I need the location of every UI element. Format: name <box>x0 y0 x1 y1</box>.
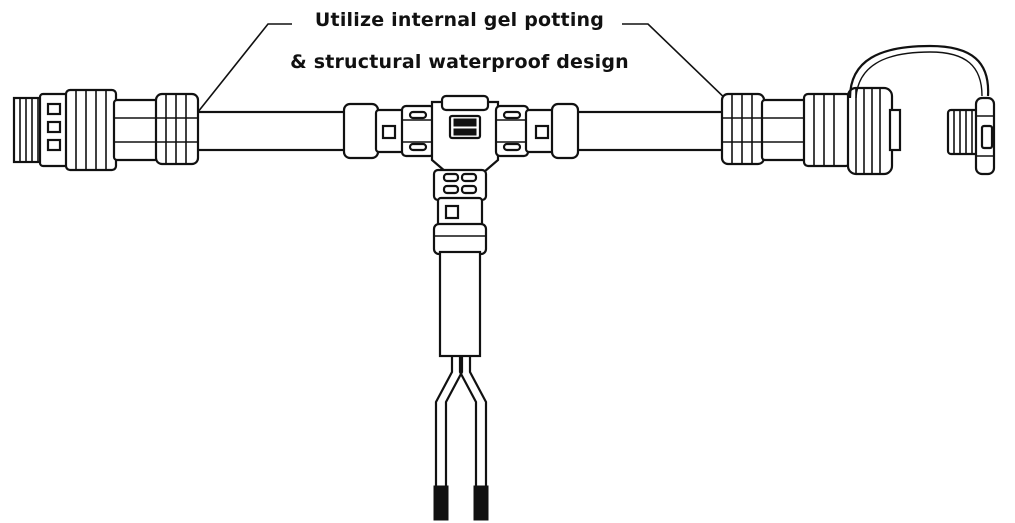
left-male-connector <box>12 88 200 172</box>
annotation-line-2: & structural waterproof design <box>290 51 629 73</box>
dust-cap <box>848 44 996 176</box>
drop-cable <box>433 250 489 521</box>
t-connector-body <box>342 94 580 256</box>
main-cable <box>194 110 726 152</box>
leader-line-left <box>181 23 292 133</box>
annotation-line-1: Utilize internal gel potting <box>314 9 605 31</box>
right-female-connector <box>720 86 902 176</box>
